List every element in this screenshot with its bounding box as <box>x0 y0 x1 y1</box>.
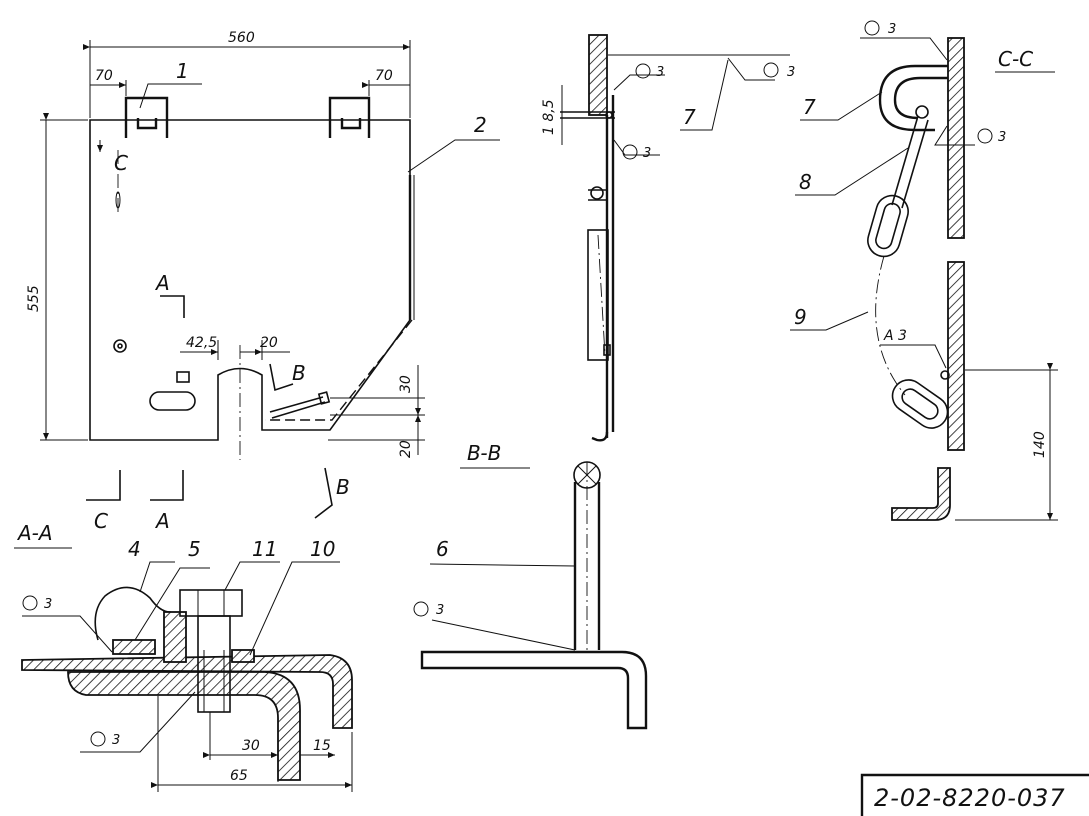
pin-mark <box>115 191 121 209</box>
section-cc-label: C-C <box>998 47 1033 71</box>
front-view: 560 70 70 555 42,5 20 30 20 C A <box>26 30 500 533</box>
cut-b-top: B <box>292 361 306 385</box>
pos-11: 11 <box>252 537 277 561</box>
dim-30: 30 <box>398 375 414 393</box>
weld-bb: 3 <box>436 603 444 618</box>
dim-42-5: 42,5 <box>186 335 217 351</box>
section-aa: A-A 30 15 65 4 5 11 10 <box>14 521 353 792</box>
hinge-right <box>328 96 371 138</box>
dim-140: 140 <box>1032 431 1048 458</box>
weld-side-1: 3 <box>656 65 664 80</box>
dim-555: 555 <box>26 285 42 312</box>
small-hole <box>176 371 190 383</box>
aa-pad <box>112 639 156 655</box>
cc-link-bottom <box>891 379 949 429</box>
dim-20-top: 20 <box>260 335 278 351</box>
side-pin <box>590 186 604 200</box>
section-bb-label: B-B <box>467 441 501 465</box>
pos-7-cc: 7 <box>803 95 816 119</box>
cc-wall-bottom <box>947 261 965 451</box>
round-hole-center <box>117 343 123 349</box>
cc-hook <box>878 64 948 132</box>
aa-bracket <box>67 671 301 781</box>
cut-a-bottom: A <box>154 509 170 533</box>
title-block: 2-02-8220-037 <box>860 773 1089 816</box>
plate-outline <box>89 119 411 441</box>
pos-6: 6 <box>436 537 449 561</box>
pos-10: 10 <box>310 537 335 561</box>
dim-70-left: 70 <box>95 68 113 84</box>
pos-1: 1 <box>176 59 189 83</box>
pos-7-side: 7 <box>683 105 696 129</box>
pos-8: 8 <box>799 170 812 194</box>
cc-wall-top <box>947 37 965 239</box>
weld-side-2: 3 <box>787 65 795 80</box>
dim-65: 65 <box>230 768 248 784</box>
cut-a-top: A <box>154 271 170 295</box>
dim-15: 15 <box>313 738 331 754</box>
weld-aa-2: 3 <box>112 733 120 748</box>
section-cc: C-C 140 7 8 9 3 3 <box>790 20 1058 521</box>
pos-2: 2 <box>474 113 487 137</box>
rod-end <box>317 391 331 405</box>
cc-hook-inner <box>893 76 948 120</box>
cut-c-top: C <box>114 151 128 175</box>
weld-cc-a3: A 3 <box>883 328 907 344</box>
cc-chain <box>875 255 906 396</box>
bb-plate <box>420 650 648 730</box>
handle-rod <box>269 396 326 419</box>
cc-link <box>891 115 929 209</box>
slot-hole <box>149 391 196 411</box>
dim-20-bottom: 20 <box>398 440 414 458</box>
side-latch <box>603 344 611 356</box>
aa-spacer <box>163 611 187 663</box>
pos-4: 4 <box>128 537 141 561</box>
aa-bolt-head <box>179 589 243 617</box>
dim-560: 560 <box>228 30 255 46</box>
cut-b-bottom: B <box>336 475 350 499</box>
cc-eye <box>867 194 909 258</box>
hinge-left <box>124 96 169 138</box>
section-aa-label: A-A <box>16 521 53 545</box>
aa-plate <box>21 654 353 729</box>
weld-cc-1: 3 <box>888 22 896 37</box>
cc-bend <box>891 467 951 521</box>
side-view: 1 8,5 3 3 3 7 <box>541 34 795 442</box>
pos-5: 5 <box>188 537 201 561</box>
round-hole <box>113 339 127 353</box>
drawing-number: 2-02-8220-037 <box>874 784 1066 812</box>
hidden-edge <box>265 319 413 421</box>
side-panel <box>587 229 609 361</box>
aa-boss <box>94 586 171 650</box>
section-bb: B-B 6 3 <box>413 441 648 730</box>
weld-aa-1: 3 <box>44 597 52 612</box>
dim-18-5: 1 8,5 <box>541 99 557 135</box>
wall-hatch-top <box>588 34 608 116</box>
cut-c-bottom: C <box>94 509 108 533</box>
pos-9: 9 <box>794 305 807 329</box>
aa-bolt-shank <box>197 615 231 713</box>
weld-cc-2: 3 <box>998 130 1006 145</box>
title-frame <box>860 773 1089 816</box>
dim-70-right: 70 <box>375 68 393 84</box>
bottom-curl <box>591 431 609 442</box>
weld-side-3: 3 <box>643 146 651 161</box>
aa-washer <box>231 649 255 663</box>
dim-30-aa: 30 <box>242 738 260 754</box>
